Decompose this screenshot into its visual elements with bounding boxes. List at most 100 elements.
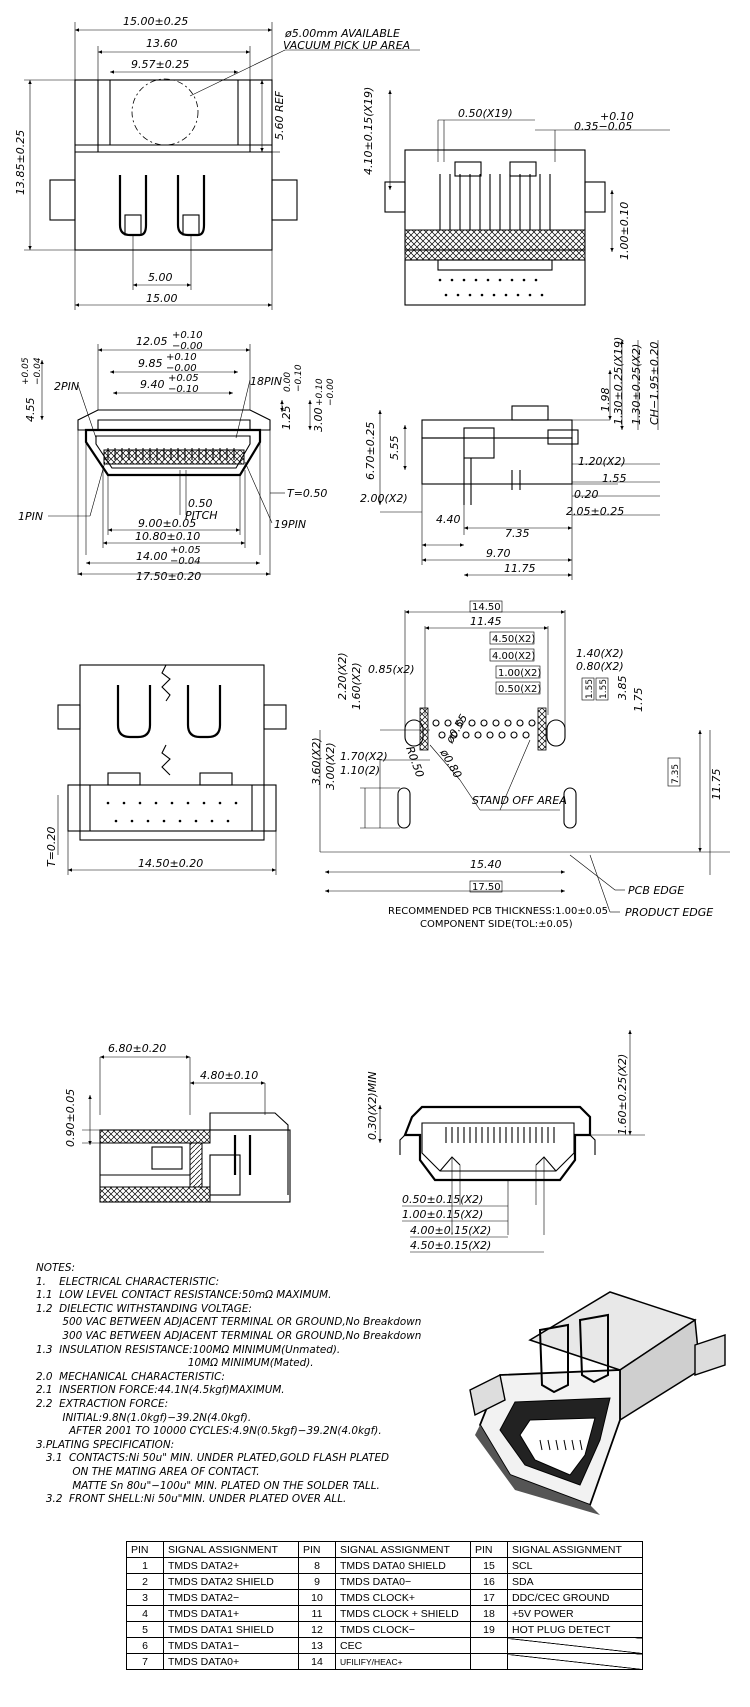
dim-contact-spacing: 5.00 xyxy=(148,271,173,284)
table-cell: TMDS DATA2− xyxy=(163,1589,299,1606)
dim-tongue-span: 10.80±0.10 xyxy=(135,530,200,543)
pcb-dim-dia-0-80: ø0.80 xyxy=(437,746,464,780)
side-view-drawing: 1.98 1.30±0.25(X19) 1.30±0.25(X2) CH−1.9… xyxy=(360,330,750,600)
bottom-view-drawing: T=0.20 14.50±0.20 xyxy=(0,655,320,905)
table-row: 1 TMDS DATA2+ 8 TMDS DATA0 SHIELD 15 SCL xyxy=(126,1557,643,1574)
dim-shell-width: 12.05 xyxy=(136,335,168,348)
pcb-component-side-caption: COMPONENT SIDE(TOL:±0.05) xyxy=(420,919,573,930)
dim-section-length: 6.80±0.20 xyxy=(108,1042,166,1055)
pcb-dim-11-45: 11.45 xyxy=(470,615,502,628)
pcb-edge-label: PCB EDGE xyxy=(628,884,684,897)
dim-latch-4-00: 4.00±0.15(X2) xyxy=(410,1224,491,1237)
dim-side-height: 1.98 xyxy=(599,388,612,413)
notes-line: 1.3 INSULATION RESISTANCE:100MΩ MINIMUM(… xyxy=(36,1343,341,1356)
notes-line: 2.0 MECHANICAL CHARACTERISTIC: xyxy=(36,1370,225,1383)
pcb-dim-3-00-x2: 3.00(X2) xyxy=(324,742,337,790)
table-row: 3 TMDS DATA2− 10 TMDS CLOCK+ 17 DDC/CEC … xyxy=(126,1589,643,1606)
notes-line: AFTER 2001 TO 10000 CYCLES:4.9N(0.5kgf)−… xyxy=(36,1425,382,1438)
table-row: 6 TMDS DATA1− 13 CEC xyxy=(126,1637,643,1654)
dim-front-height-tol-minus: −0.04 xyxy=(33,357,43,385)
connector-3d-render xyxy=(469,1290,740,1530)
terminal-row-rear xyxy=(439,174,551,230)
table-cell: SCL xyxy=(507,1557,643,1574)
table-cell xyxy=(470,1637,508,1654)
notes-line: 2.1 INSERTION FORCE:44.1N(4.5kgf)MAXIMUM… xyxy=(36,1384,285,1397)
pcb-stand-off-label: STAND OFF AREA xyxy=(472,794,567,807)
dim-opening-tol-plus: +0.10 xyxy=(166,352,197,363)
pcb-dim-4-00-x2: 4.00(X2) xyxy=(492,651,535,662)
table-cell: 8 xyxy=(298,1557,336,1574)
pcb-dim-1-40-x2: 1.40(X2) xyxy=(576,647,624,660)
pcb-pad-row xyxy=(432,719,536,739)
table-row: 4 TMDS DATA1+ 11 TMDS CLOCK + SHIELD 18 … xyxy=(126,1605,643,1622)
notes-line: 1.1 LOW LEVEL CONTACT RESISTANCE:50mΩ MA… xyxy=(36,1289,332,1302)
dim-opening-height-tol-minus: −0.00 xyxy=(326,378,336,406)
dim-latch-1-00: 1.00±0.15(X2) xyxy=(402,1208,483,1221)
table-cell: SDA xyxy=(507,1573,643,1590)
dim-pitch: 0.50 xyxy=(188,497,213,510)
pcb-dim-14-50: 14.50 xyxy=(472,602,501,613)
table-cell: +5V POWER xyxy=(507,1605,643,1622)
pin-label-19: 19PIN xyxy=(274,518,306,531)
dim-overall-span: 17.50±0.20 xyxy=(136,570,201,583)
dim-shell-tol-plus: +0.10 xyxy=(172,330,203,341)
dim-opening-height: 3.00 xyxy=(312,408,325,433)
table-cell: 5 xyxy=(126,1621,164,1638)
table-cell: UFILIFY/HEAC+ xyxy=(335,1653,471,1670)
dim-front-height: 4.55 xyxy=(24,398,37,423)
pin-label-2: 2PIN xyxy=(54,380,79,393)
dim-latch-0-50: 0.50±0.15(X2) xyxy=(402,1193,483,1206)
pcb-dim-0-80-x2: 0.80(X2) xyxy=(576,660,624,673)
notes-line: 1.2 DIELECTIC WITHSTANDING VOLTAGE: xyxy=(36,1302,252,1315)
table-cell: DDC/CEC GROUND xyxy=(507,1589,643,1606)
dim-body-length: 9.70 xyxy=(486,547,511,560)
table-cell: 7 xyxy=(126,1653,164,1670)
table-cell: 18 xyxy=(470,1605,508,1622)
dim-latch-4-50: 4.50±0.15(X2) xyxy=(410,1239,491,1252)
pcb-dim-3-85: 3.85 xyxy=(616,676,629,701)
table-cell: TMDS DATA0 SHIELD xyxy=(335,1557,471,1574)
dim-board-thickness: 1.00±0.10 xyxy=(618,202,631,260)
table-cell: TMDS DATA1+ xyxy=(163,1605,299,1622)
table-cell: TMDS DATA1 SHIELD xyxy=(163,1621,299,1638)
notes-line: INITIAL:9.8N(1.0kgf)−39.2N(4.0kgf). xyxy=(36,1411,252,1424)
dim-section-tail: 4.80±0.10 xyxy=(200,1069,258,1082)
table-cell: 13 xyxy=(298,1637,336,1654)
pcb-dim-15-40: 15.40 xyxy=(470,858,502,871)
pcb-dim-3-60-x2: 3.60(X2) xyxy=(310,737,323,785)
pin-label-18: 18PIN xyxy=(250,375,282,388)
dim-opening-height-tol-plus: +0.10 xyxy=(315,378,325,406)
pcb-thickness-caption: RECOMMENDED PCB THICKNESS:1.00±0.05 xyxy=(388,906,608,917)
dim-opening-width: 9.85 xyxy=(138,357,163,370)
dim-front-offset: 4.40 xyxy=(436,513,461,526)
dim-post-gap: 0.20 xyxy=(574,488,599,501)
table-cell: TMDS DATA1− xyxy=(163,1637,299,1654)
table-cell: 9 xyxy=(298,1573,336,1590)
dim-inner-shell-span: 14.00 xyxy=(136,550,168,563)
notes-line: 3.PLATING SPECIFICATION: xyxy=(36,1438,175,1451)
dim-terminal-tail-x2: 1.30±0.25(X2) xyxy=(630,344,643,425)
dim-post-offset: 1.55 xyxy=(602,472,627,485)
pcb-dim-0-85-x2: 0.85(x2) xyxy=(368,663,415,676)
table-row: 5 TMDS DATA1 SHIELD 12 TMDS CLOCK− 19 HO… xyxy=(126,1621,643,1638)
pcb-dim-1-00-x2: 1.00(X2) xyxy=(498,668,541,679)
dim-side-inner-height: 5.55 xyxy=(388,436,401,461)
table-cell: 16 xyxy=(470,1573,508,1590)
notes-line: 3.2 FRONT SHELL:Ni 50u"MIN. UNDER PLATED… xyxy=(36,1493,347,1506)
table-cell: TMDS DATA2 SHIELD xyxy=(163,1573,299,1590)
table-cell: 17 xyxy=(470,1589,508,1606)
dim-ref-height: 5.60 REF xyxy=(273,90,286,140)
table-header: PIN xyxy=(470,1541,508,1558)
dim-bottom-width: 15.00 xyxy=(146,292,178,305)
dim-cavity-width: 9.57±0.25 xyxy=(131,58,189,71)
dim-inner-shell-tol-minus: −0.04 xyxy=(170,556,201,567)
dim-lip-height: 1.25 xyxy=(280,406,293,431)
dim-side-total-height: 6.70±0.25 xyxy=(364,422,377,480)
table-cell-empty xyxy=(507,1637,643,1654)
pin-label-1: 1PIN xyxy=(18,510,43,523)
dim-shell-tol-minus: −0.00 xyxy=(172,341,203,352)
table-cell: 2 xyxy=(126,1573,164,1590)
table-header-row: PIN SIGNAL ASSIGNMENT PIN SIGNAL ASSIGNM… xyxy=(126,1541,643,1558)
pcb-dim-1-60-x2: 1.60(X2) xyxy=(350,662,363,710)
table-cell: TMDS CLOCK + SHIELD xyxy=(335,1605,471,1622)
